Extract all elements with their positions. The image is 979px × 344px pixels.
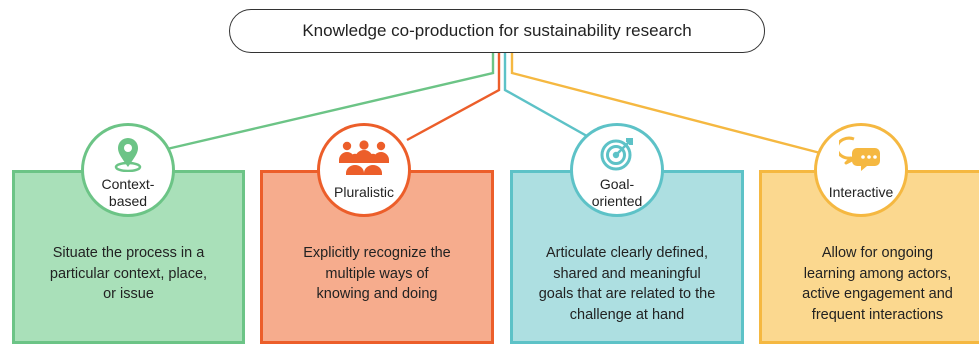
principle-card-pluralistic: Explicitly recognize the multiple ways o… <box>260 170 494 344</box>
principle-badge-interactive: Interactive <box>814 123 908 217</box>
people-group-icon <box>339 140 389 175</box>
principle-card-interactive: Allow for ongoing learning among actors,… <box>759 170 979 344</box>
principle-badge-context-based: Context- based <box>81 123 175 217</box>
connector-green <box>153 53 495 154</box>
diagram-title-text: Knowledge co-production for sustainabili… <box>302 21 692 40</box>
principle-badge-goal-oriented: Goal- oriented <box>570 123 664 217</box>
principle-label: Interactive <box>828 184 894 200</box>
principle-description: Allow for ongoing learning among actors,… <box>802 245 953 323</box>
diagram-title: Knowledge co-production for sustainabili… <box>229 9 765 53</box>
principle-label: Context- based <box>101 176 155 209</box>
chat-bubbles-icon <box>839 136 880 171</box>
principle-description: Situate the process in a particular cont… <box>49 245 208 302</box>
connector-yellow <box>510 53 829 157</box>
principle-description: Explicitly recognize the multiple ways o… <box>303 245 451 302</box>
target-icon <box>600 138 633 171</box>
principle-badge-pluralistic: Pluralistic <box>317 123 411 217</box>
location-pin-icon <box>114 138 142 172</box>
principle-description: Articulate clearly defined, shared and m… <box>538 245 716 323</box>
connector-teal <box>503 53 595 142</box>
connector-orange <box>406 53 501 142</box>
principle-label: Goal- oriented <box>591 176 643 209</box>
principle-label: Pluralistic <box>334 184 394 200</box>
